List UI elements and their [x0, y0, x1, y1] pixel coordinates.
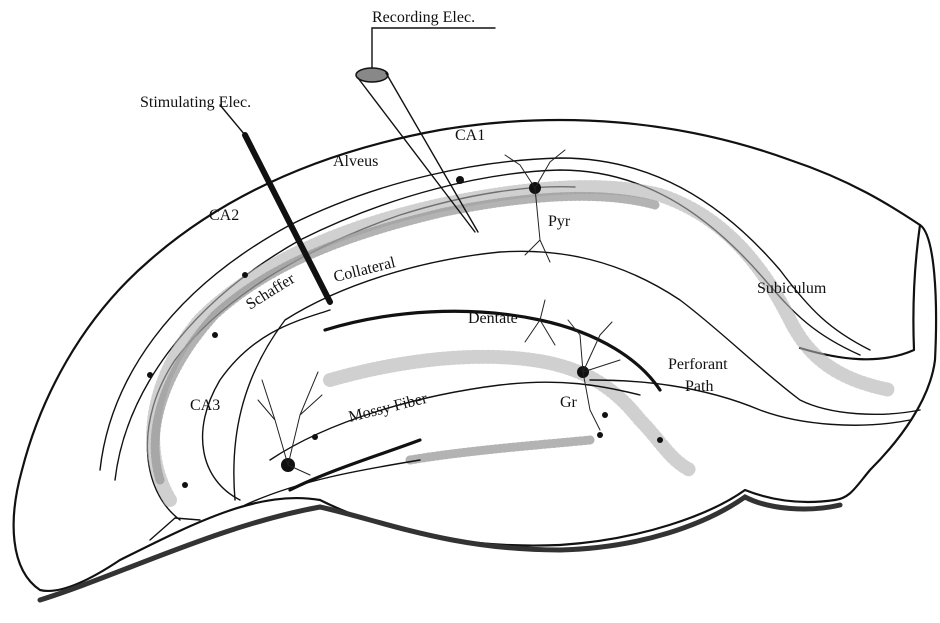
ca1-pyramidal-neuron [505, 150, 565, 262]
label-path: Path [685, 378, 713, 395]
mossy-fiber-path [270, 382, 640, 460]
label-pyr: Pyr [548, 213, 571, 230]
label-recording-electrode: Recording Elec. [372, 9, 475, 26]
label-dentate: Dentate [468, 310, 518, 327]
label-mossy-fiber: Mossy Fiber [347, 390, 430, 426]
recording-electrode-lead [372, 28, 495, 68]
ca3-pyramidal-neuron [258, 372, 322, 475]
hilus-line [245, 460, 420, 505]
label-ca3: CA3 [190, 397, 220, 414]
pyramidal-layer [153, 187, 890, 500]
label-gr: Gr [560, 394, 578, 411]
label-stimulating-electrode: Stimulating Elec. [140, 94, 251, 111]
label-perforant: Perforant [668, 356, 728, 373]
label-ca1: CA1 [455, 127, 485, 144]
recording-electrode-tip [356, 68, 388, 82]
label-collateral: Collateral [332, 254, 398, 286]
label-subiculum: Subiculum [757, 280, 827, 297]
label-ca2: CA2 [209, 207, 239, 224]
slice-bottom-shadow [40, 497, 840, 600]
label-alveus: Alveus [333, 153, 378, 170]
arrow-fiber-2 [150, 518, 175, 540]
granule-layer-2 [410, 440, 590, 460]
